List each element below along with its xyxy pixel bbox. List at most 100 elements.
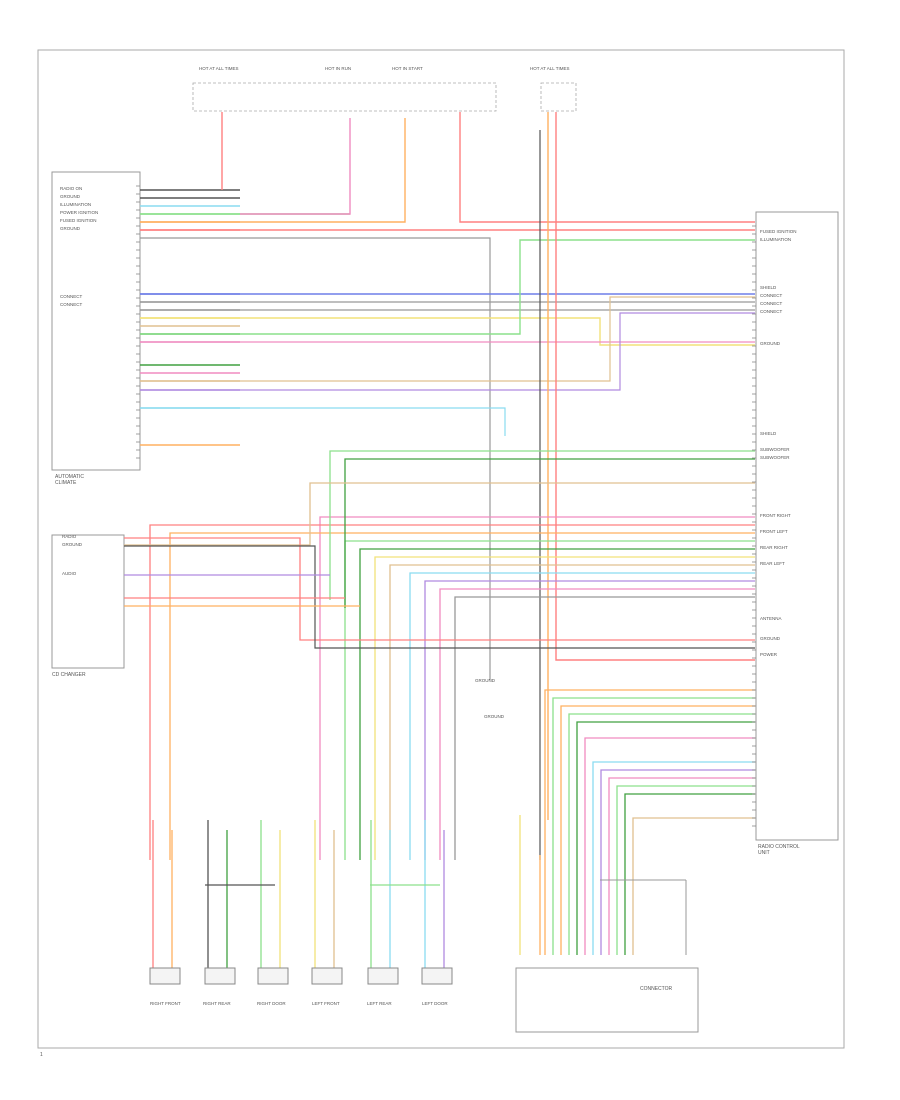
right-pin-3: CONNECT — [760, 293, 783, 298]
ground-note-2: GROUND — [484, 714, 505, 719]
cd-changer-title: CD CHANGER — [52, 672, 86, 678]
right-pin-15: POWER — [760, 652, 778, 657]
bottom-connector-box — [515, 967, 699, 1033]
connect-wire — [140, 407, 506, 436]
labels — [136, 185, 756, 827]
connect-wire — [140, 312, 755, 391]
right-module-title-2: UNIT — [758, 850, 770, 856]
cd-pin-1: GROUND — [62, 542, 83, 547]
fuse-label-1: HOT AT ALL TIMES — [199, 66, 239, 71]
right-pin-12: REAR RIGHT — [760, 545, 788, 550]
connector-wire — [576, 721, 755, 955]
right-pin-10: FRONT RIGHT — [760, 513, 791, 518]
right-pin-2: SHIELD — [760, 285, 777, 290]
cd-audio-wire — [124, 482, 755, 546]
fuse-box-right — [540, 82, 577, 112]
speaker-icon — [421, 967, 453, 985]
right-pin-9: SUBWOOFER — [760, 455, 790, 460]
right-pin-6: GROUND — [760, 341, 781, 346]
connector-wire — [592, 761, 755, 955]
connector-wire — [552, 697, 755, 955]
speaker-label-0: RIGHT FRONT — [150, 1001, 181, 1006]
cd-wire — [124, 537, 755, 641]
wires — [124, 112, 755, 968]
speaker-wire — [424, 580, 755, 860]
fuse-label-3: HOT IN START — [392, 66, 423, 71]
subwoofer-wire — [344, 458, 755, 608]
right-pin-16: ANTENNA — [760, 616, 782, 621]
right-module-box — [755, 211, 839, 841]
fuse-feed-4 — [459, 112, 755, 223]
cd-pin-0: RADIO — [62, 534, 77, 539]
fuse-label-2: HOT IN RUN — [325, 66, 351, 71]
connector-wire — [568, 713, 755, 955]
ignition-wire — [140, 118, 406, 223]
right-pin-8: SUBWOOFER — [760, 447, 790, 452]
connector-wire — [616, 785, 755, 955]
left-module-title-2: CLIMATE — [55, 480, 77, 486]
speaker-wire — [169, 532, 755, 860]
left-module-title-1: AUTOMATIC — [55, 474, 84, 480]
left-pin-5: GROUND — [60, 226, 81, 231]
connector-wire — [544, 689, 755, 955]
speaker-icon — [367, 967, 399, 985]
right-pin-11: FRONT LEFT — [760, 529, 788, 534]
left-module-box — [51, 171, 141, 471]
left-pin-3: POWER IGNITION — [60, 210, 98, 215]
diagram-frame — [37, 49, 845, 1049]
speaker-wire — [409, 572, 755, 860]
speaker-wire — [389, 564, 755, 860]
left-pin-0: RADIO ON — [60, 186, 82, 191]
connector-wire — [624, 793, 755, 955]
left-pin-1: GROUND — [60, 194, 81, 199]
speaker-icon — [257, 967, 289, 985]
right-pin-5: CONNECT — [760, 309, 783, 314]
connector-wire — [608, 777, 755, 955]
ground-note-1: GROUND — [475, 678, 496, 683]
illum-wire — [140, 239, 755, 335]
speakers — [149, 967, 453, 985]
fuse-feed-radio-2 — [555, 112, 755, 661]
right-pin-13: REAR LEFT — [760, 561, 785, 566]
cd-changer-box — [51, 534, 125, 669]
connector-wire — [632, 817, 755, 955]
left-pin-7: CONNECT — [60, 302, 83, 307]
fuse-box — [192, 82, 497, 112]
speaker-icon — [204, 967, 236, 985]
speaker-label-3: LEFT FRONT — [312, 1001, 340, 1006]
right-pin-4: CONNECT — [760, 301, 783, 306]
footer-code: 1 — [40, 1052, 43, 1058]
right-pin-0: FUSED IGNITION — [760, 229, 797, 234]
speaker-wire — [319, 516, 755, 860]
cd-ground-wire — [124, 545, 755, 649]
left-pin-6: CONNECT — [60, 294, 83, 299]
connector-wire — [560, 705, 755, 955]
fuse-label-4: HOT AT ALL TIMES — [530, 66, 570, 71]
speaker-label-4: LEFT REAR — [367, 1001, 392, 1006]
cd-pin-2: AUDIO — [62, 571, 77, 576]
connector-wire — [600, 769, 755, 955]
speaker-label-2: RIGHT DOOR — [257, 1001, 286, 1006]
left-pin-2: ILLUMINATION — [60, 202, 91, 207]
right-pin-7: SHIELD — [760, 431, 777, 436]
shield-wire — [140, 317, 755, 346]
speaker-label-1: RIGHT REAR — [203, 1001, 231, 1006]
speaker-icon — [311, 967, 343, 985]
speaker-icon — [149, 967, 181, 985]
right-pin-1: ILLUMINATION — [760, 237, 791, 242]
run-wire — [240, 118, 351, 215]
connector-wire — [584, 737, 755, 955]
speaker-wire — [454, 596, 755, 860]
right-pin-14: GROUND — [760, 636, 781, 641]
left-pin-4: FUSED IGNITION — [60, 218, 97, 223]
subwoofer-wire — [329, 450, 755, 600]
right-module-title-1: RADIO CONTROL — [758, 844, 800, 850]
speaker-wire — [149, 524, 755, 860]
speaker-wire — [359, 548, 755, 860]
speaker-label-5: LEFT DOOR — [422, 1001, 448, 1006]
speaker-wire — [374, 556, 755, 860]
speaker-wire — [439, 588, 755, 860]
connect-wire — [140, 296, 755, 382]
connector-title: CONNECTOR — [640, 986, 673, 992]
